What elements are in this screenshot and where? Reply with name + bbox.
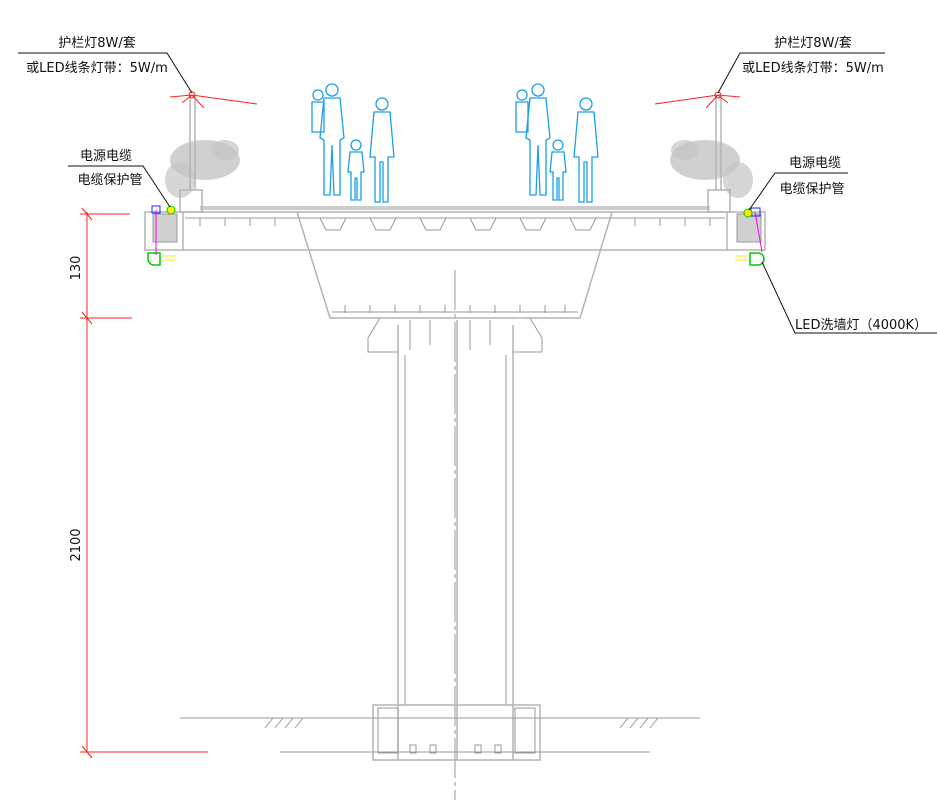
pedestrians-right xyxy=(515,83,599,203)
bridge-deck xyxy=(144,206,766,251)
planter-left xyxy=(147,205,178,266)
dimension-130: 130 xyxy=(69,256,84,281)
pedestrians-left xyxy=(311,83,395,203)
wall-washer-right-icon xyxy=(749,252,765,266)
svg-text:电缆保护管: 电缆保护管 xyxy=(779,181,844,197)
svg-text:电源电缆: 电源电缆 xyxy=(789,155,841,171)
label-cable-left: 电源电缆 电缆保护管 xyxy=(68,148,171,208)
tree-left xyxy=(165,140,240,198)
label-railing-light-left: 护栏灯8W/套 或LED线条灯带：5W/m xyxy=(18,35,193,94)
svg-text:护栏灯8W/套: 护栏灯8W/套 xyxy=(58,35,136,51)
svg-text:电源电缆: 电源电缆 xyxy=(80,148,132,164)
label-railing-light-right: 护栏灯8W/套 或LED线条灯带：5W/m xyxy=(717,35,885,94)
svg-text:LED洗墙灯（4000K）: LED洗墙灯（4000K） xyxy=(795,318,927,333)
svg-text:或LED线条灯带：5W/m: 或LED线条灯带：5W/m xyxy=(26,60,168,76)
dimension-line: 130 2100 xyxy=(69,207,208,759)
pier-column xyxy=(397,270,514,800)
svg-text:或LED线条灯带：5W/m: 或LED线条灯带：5W/m xyxy=(742,60,884,76)
tree-right xyxy=(670,140,753,198)
label-cable-right: 电源电缆 电缆保护管 xyxy=(748,155,848,211)
railing-lamp-right xyxy=(654,91,741,213)
planter-right xyxy=(735,207,765,266)
footing xyxy=(180,704,700,761)
svg-text:护栏灯8W/套: 护栏灯8W/套 xyxy=(774,35,852,51)
railing-lamp-left xyxy=(169,91,258,213)
svg-text:电缆保护管: 电缆保护管 xyxy=(77,172,142,188)
label-wall-washer: LED洗墙灯（4000K） xyxy=(761,261,937,334)
wall-washer-left-icon xyxy=(147,252,161,266)
dimension-2100: 2100 xyxy=(69,528,84,561)
